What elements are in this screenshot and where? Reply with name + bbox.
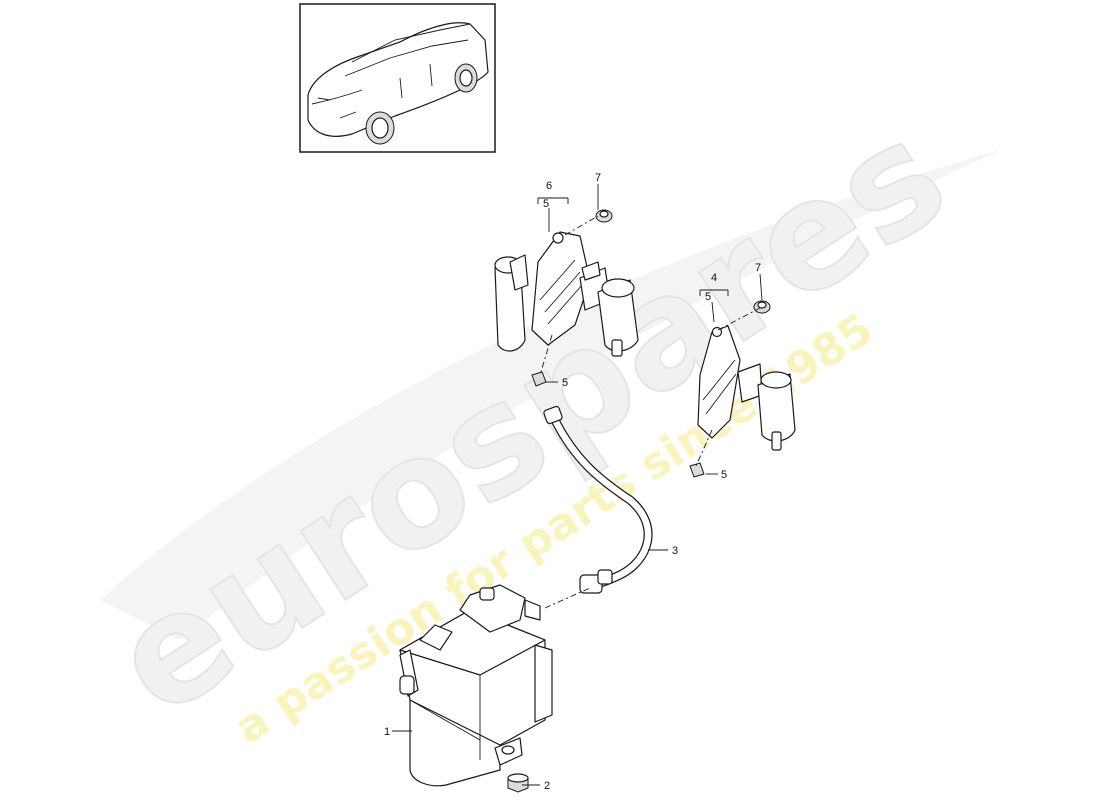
callout-2: 2 [544, 780, 550, 792]
valve-assembly-part-4 [697, 325, 796, 451]
nut-part-2 [507, 773, 529, 793]
callout-3: 3 [672, 545, 678, 557]
assembly-dash-lines [539, 215, 761, 609]
charcoal-canister-part-1 [399, 584, 553, 787]
callout-1: 1 [384, 726, 390, 738]
callout-6: 6 [546, 180, 552, 192]
callout-7-right: 7 [755, 262, 761, 274]
callout-4: 4 [711, 272, 717, 284]
car-icon [307, 22, 489, 145]
watermark-swoosh [100, 150, 1000, 640]
grommet-part-7-top [595, 209, 613, 223]
callout-labels: 6 5 7 5 4 5 7 5 3 1 2 [384, 172, 761, 792]
valve-assembly-part-6 [494, 231, 639, 357]
callout-7-top: 7 [595, 172, 601, 184]
callout-5-top-bushing: 5 [562, 377, 568, 389]
callout-leaders [392, 184, 763, 786]
callout-5-top: 5 [543, 198, 549, 210]
bushing-part-5-right [689, 462, 705, 478]
hose-part-3 [543, 405, 653, 594]
grommet-part-7-right [753, 300, 771, 314]
vehicle-thumbnail [299, 3, 496, 153]
callout-5-right-bushing: 5 [721, 469, 727, 481]
callout-5-right: 5 [705, 291, 711, 303]
